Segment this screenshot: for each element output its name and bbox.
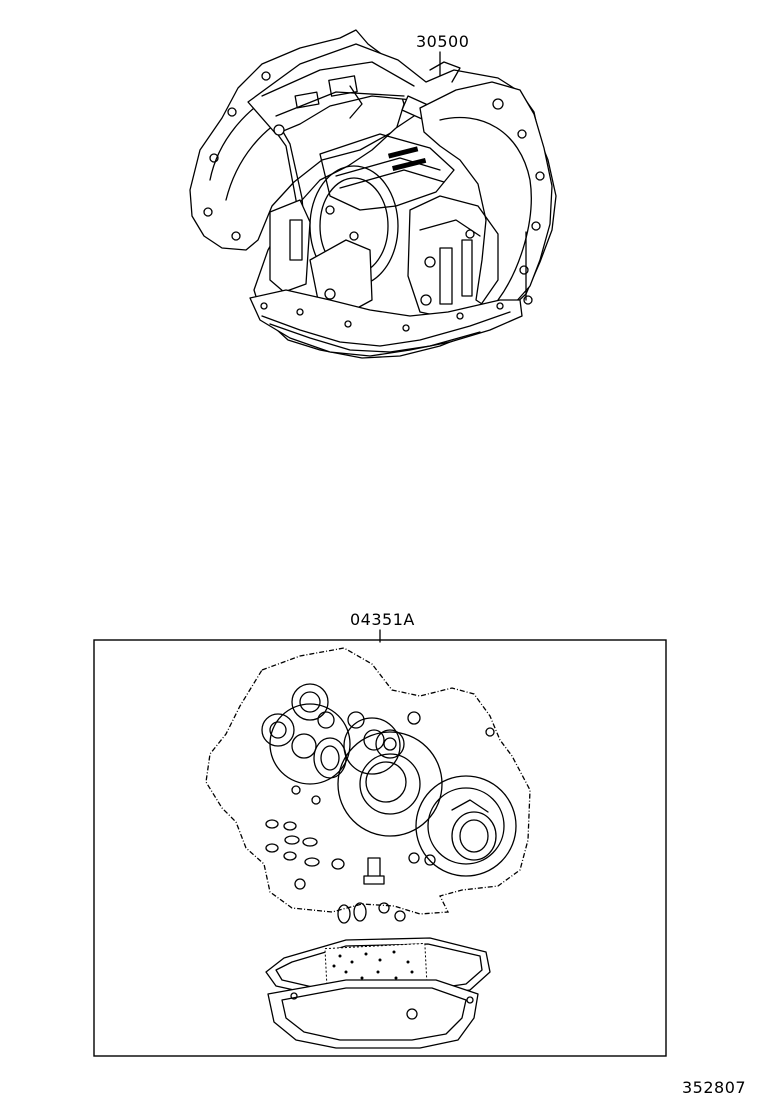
oil-pan-lower bbox=[267, 979, 479, 1049]
gasket-kit-drawing[interactable] bbox=[205, 647, 531, 1049]
transaxle-assembly-drawing[interactable] bbox=[189, 29, 557, 359]
side-cover bbox=[419, 81, 553, 313]
diagram-reference-number: 352807 bbox=[682, 1078, 747, 1097]
part-number-label-gasket-kit[interactable]: 04351A bbox=[350, 610, 415, 629]
gasket-kit-frame bbox=[93, 639, 667, 1057]
part-number-label-transaxle[interactable]: 30500 bbox=[416, 32, 470, 51]
case-gasket bbox=[205, 647, 531, 915]
